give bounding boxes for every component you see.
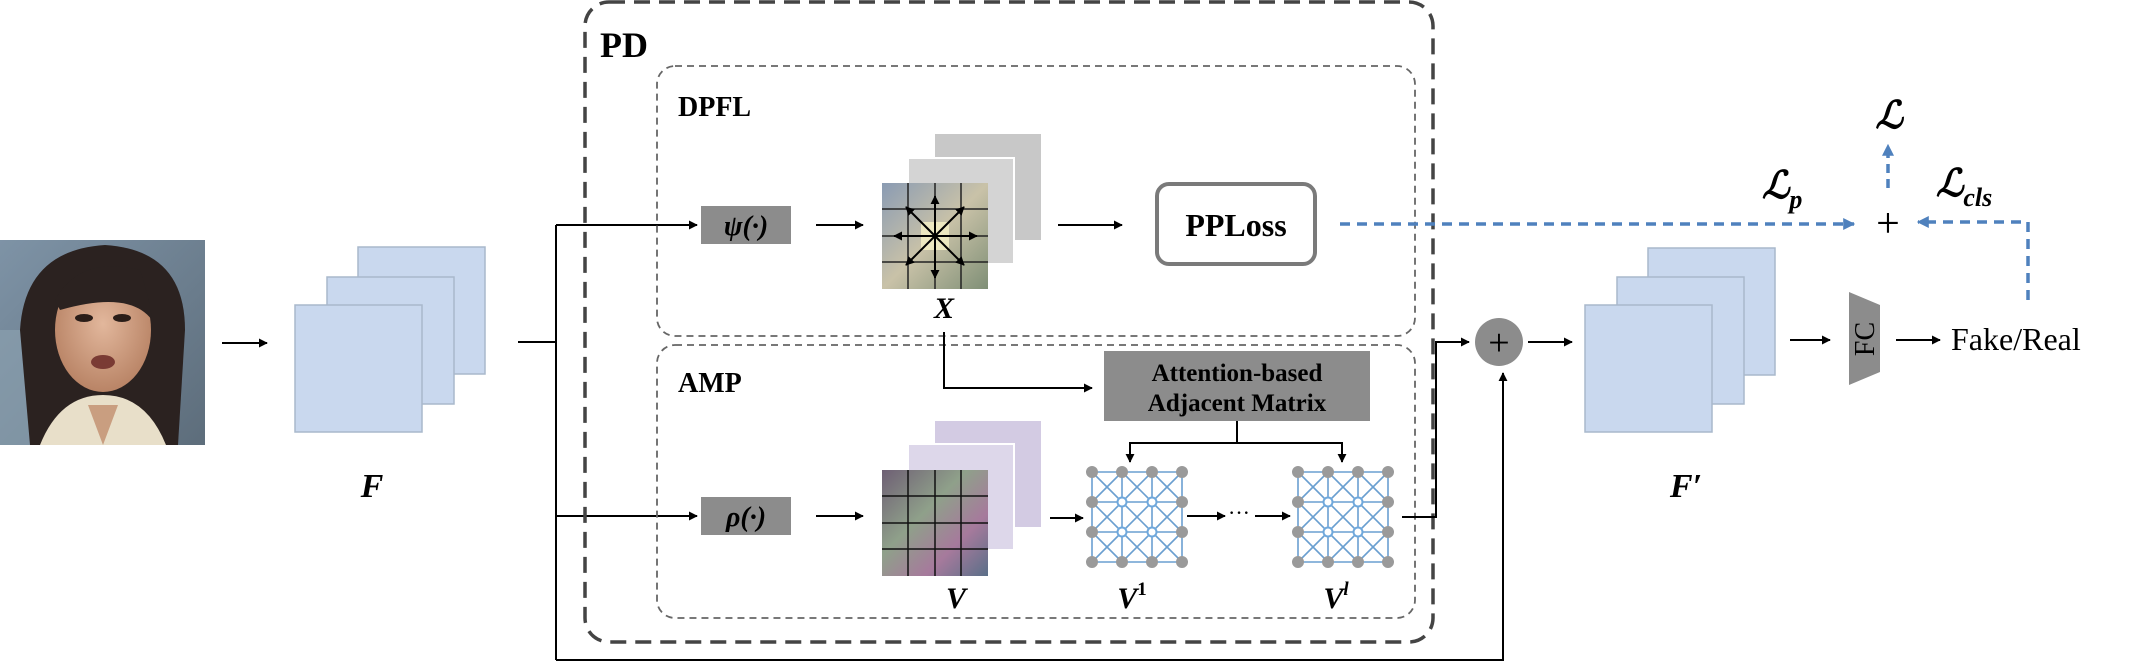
output-label: Fake/Real — [1951, 321, 2081, 357]
psi-operator-label: ψ(·) — [724, 211, 768, 242]
graph-node — [1086, 466, 1098, 478]
graph-node — [1382, 526, 1394, 538]
dashed-arrow-cls-to-plus — [1916, 216, 2030, 300]
attention-matrix-box — [1104, 351, 1370, 421]
graph-edge — [1297, 471, 1329, 503]
pd-module-title: PD — [600, 25, 648, 65]
residual-sum-symbol: + — [1488, 322, 1509, 364]
loss-total-label: ℒ — [1875, 95, 1904, 137]
ellipsis: ··· — [1228, 500, 1250, 525]
graph-node — [1086, 496, 1098, 508]
graph-edge — [1151, 531, 1183, 563]
graph-node — [1352, 556, 1364, 568]
pploss-label: PPLoss — [1185, 207, 1286, 243]
graph-node — [1322, 496, 1334, 508]
pd-module-box — [583, 0, 1435, 644]
graph-node — [1292, 466, 1304, 478]
graph-node — [1086, 526, 1098, 538]
graph-edge — [1327, 471, 1359, 503]
graph-edge — [1121, 501, 1153, 533]
fc-label: FC — [1850, 322, 1881, 356]
loss-plus: + — [1876, 201, 1900, 247]
graph-edge — [1297, 531, 1329, 563]
graph-edge — [1327, 501, 1359, 533]
graph-edge — [1357, 501, 1389, 533]
graph-node — [1322, 526, 1334, 538]
graph-vl — [1292, 466, 1394, 568]
dpfl-module-box — [656, 65, 1416, 337]
graph-v1 — [1086, 466, 1188, 568]
graph-node — [1146, 466, 1158, 478]
rho-operator-box — [701, 497, 791, 535]
graph-edge — [1121, 471, 1153, 503]
dpfl-module-title: DPFL — [678, 92, 751, 123]
amp-module-title: AMP — [678, 368, 742, 399]
graph-node — [1382, 556, 1394, 568]
graph-node — [1292, 496, 1304, 508]
attention-matrix-label-1: Attention-based — [1152, 360, 1323, 387]
graph-edge — [1327, 531, 1359, 563]
graph-node — [1352, 496, 1364, 508]
label-vl: Vl — [1323, 579, 1349, 615]
graph-node — [1116, 466, 1128, 478]
feature-v-stack — [882, 421, 1041, 576]
graph-edge — [1121, 531, 1153, 563]
graph-node — [1382, 496, 1394, 508]
graph-edge — [1091, 531, 1123, 563]
graph-node — [1176, 466, 1188, 478]
graph-edge — [1357, 471, 1389, 503]
graph-edge — [1151, 501, 1183, 533]
graph-node — [1146, 496, 1158, 508]
loss-p-label: ℒp — [1762, 165, 1802, 214]
graph-node — [1116, 496, 1128, 508]
feature-map-f — [294, 246, 486, 433]
label-x: X — [933, 292, 955, 325]
graph-node — [1116, 526, 1128, 538]
amp-module-box — [656, 344, 1416, 619]
label-f: F — [360, 468, 384, 505]
graph-node — [1292, 556, 1304, 568]
graph-edge — [1091, 471, 1123, 503]
arrow-x-to-attention — [943, 332, 1093, 393]
label-v1: V1 — [1117, 579, 1147, 615]
residual-path — [556, 372, 1508, 661]
residual-sum-node — [1475, 318, 1523, 366]
input-face-image — [0, 240, 205, 445]
loss-cls-label: ℒcls — [1936, 163, 1992, 212]
label-f-prime: F′ — [1669, 468, 1702, 505]
attention-matrix-label-2: Adjacent Matrix — [1148, 390, 1327, 417]
graph-node — [1116, 556, 1128, 568]
graph-node — [1146, 526, 1158, 538]
graph-node — [1086, 556, 1098, 568]
graph-node — [1322, 466, 1334, 478]
graph-node — [1352, 466, 1364, 478]
graph-node — [1352, 526, 1364, 538]
graph-node — [1146, 556, 1158, 568]
pploss-box — [1155, 182, 1317, 266]
graph-node — [1382, 466, 1394, 478]
fc-layer — [1849, 292, 1880, 385]
graph-node — [1292, 526, 1304, 538]
graph-edge — [1297, 501, 1329, 533]
attention-to-graphs-connector — [1125, 421, 1347, 463]
graph-node — [1176, 556, 1188, 568]
graph-node — [1176, 496, 1188, 508]
graph-edge — [1151, 471, 1183, 503]
label-v: V — [946, 582, 969, 615]
feature-x-stack — [882, 134, 1041, 289]
feature-map-f-prime — [1584, 247, 1776, 433]
graph-node — [1176, 526, 1188, 538]
rho-operator-label: ρ(·) — [725, 502, 766, 533]
graph-edge — [1357, 531, 1389, 563]
graph-edge — [1091, 501, 1123, 533]
graph-node — [1322, 556, 1334, 568]
arrow-graphl-to-sum — [1402, 337, 1470, 518]
psi-operator-box — [701, 206, 791, 244]
